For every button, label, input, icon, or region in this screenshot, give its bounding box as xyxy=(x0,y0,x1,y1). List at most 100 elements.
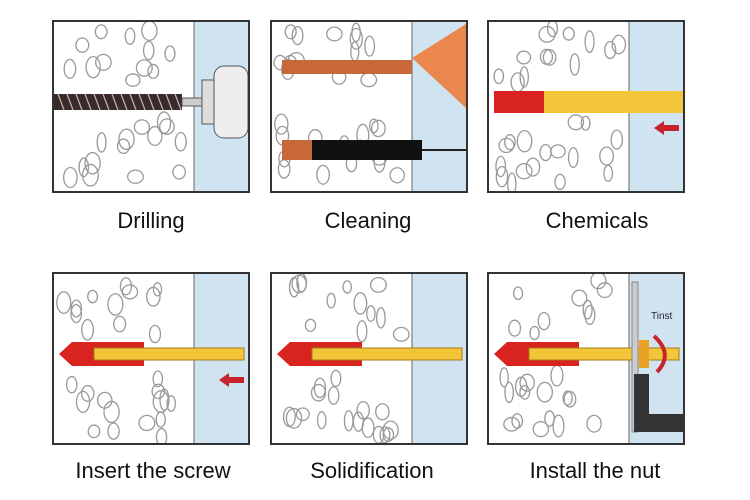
caption-drilling: Drilling xyxy=(117,208,185,233)
pebble xyxy=(116,138,131,155)
pebble xyxy=(288,276,300,298)
chemical-nozzle xyxy=(544,91,683,113)
pebble xyxy=(75,390,91,414)
drill-flute xyxy=(66,93,74,111)
pebble xyxy=(103,400,120,424)
pebble xyxy=(147,125,163,147)
drill-flute xyxy=(120,93,128,111)
pebble xyxy=(304,318,317,333)
pebble xyxy=(495,155,507,178)
brush xyxy=(312,140,422,160)
pebble xyxy=(78,157,90,178)
pebble xyxy=(537,311,551,331)
pebble xyxy=(599,146,615,166)
pebble xyxy=(326,26,343,42)
pebble xyxy=(610,129,624,150)
panel-chemicals xyxy=(487,20,685,193)
pebble xyxy=(366,305,376,322)
drill-flute xyxy=(156,93,164,111)
pebble xyxy=(498,137,515,154)
drill-flute xyxy=(75,93,83,111)
pebble xyxy=(80,384,95,402)
pebble xyxy=(152,370,164,388)
torque-label: Tinst xyxy=(651,311,673,322)
pebble xyxy=(368,118,379,134)
pebble xyxy=(582,299,593,320)
pebble xyxy=(515,163,533,180)
pebble xyxy=(85,55,101,79)
pebble xyxy=(107,293,124,316)
drill-flute xyxy=(174,93,182,111)
pebble xyxy=(604,40,617,60)
pebble xyxy=(152,282,163,297)
pebble xyxy=(586,414,602,433)
drill-body xyxy=(213,65,248,139)
brush-tip xyxy=(282,140,312,160)
pebble xyxy=(512,286,524,301)
pebble xyxy=(567,114,585,131)
pebble xyxy=(499,367,509,388)
pebble xyxy=(327,386,340,405)
pebble xyxy=(552,414,565,438)
pebble xyxy=(159,118,175,136)
pebble xyxy=(316,411,327,430)
pebble xyxy=(364,35,376,57)
pebble xyxy=(539,48,554,65)
pebble xyxy=(342,280,353,294)
pebble xyxy=(326,292,336,309)
caption-install-nut: Install the nut xyxy=(529,458,661,483)
threaded-rod xyxy=(311,347,463,361)
pebble xyxy=(63,166,78,189)
pebble xyxy=(121,284,139,300)
pebble xyxy=(284,24,297,40)
pebble xyxy=(274,113,289,135)
caption-solidification: Solidification xyxy=(310,458,434,483)
pebble xyxy=(70,299,83,318)
pebble xyxy=(356,320,368,343)
pebble xyxy=(291,25,304,46)
pebble xyxy=(84,151,101,175)
pebble xyxy=(546,22,559,38)
pebble xyxy=(584,304,596,326)
illustration xyxy=(273,22,466,191)
pebble xyxy=(113,315,127,333)
pebble xyxy=(313,377,327,399)
pebble xyxy=(532,421,550,438)
pebble xyxy=(562,26,575,41)
pebble xyxy=(156,111,172,135)
chemical-fill xyxy=(494,91,544,113)
pebble xyxy=(94,24,108,40)
pebble xyxy=(370,119,386,138)
pebble xyxy=(519,384,531,400)
caption-chemicals: Chemicals xyxy=(545,208,649,233)
panel-solidification xyxy=(270,272,468,445)
drill-flute xyxy=(147,93,155,111)
pebble xyxy=(172,164,187,180)
wrench xyxy=(634,374,683,432)
illustration xyxy=(54,22,248,191)
pebble xyxy=(118,128,135,151)
pebble xyxy=(529,325,540,341)
pebble xyxy=(611,34,627,55)
pebble xyxy=(571,289,588,307)
pebble xyxy=(603,164,614,182)
caption-cleaning: Cleaning xyxy=(324,208,412,233)
pebble xyxy=(155,411,166,428)
pebble xyxy=(87,289,99,304)
drill-collar xyxy=(201,79,215,125)
drill-flute xyxy=(129,93,137,111)
caption-insert-screw: Insert the screw xyxy=(75,458,231,483)
pebble xyxy=(510,72,525,93)
pebble xyxy=(351,22,361,43)
pebble xyxy=(141,22,158,41)
pebble xyxy=(504,381,515,404)
pebble xyxy=(392,326,410,342)
torque-arrow xyxy=(652,334,667,374)
pebble xyxy=(152,390,170,413)
pebble xyxy=(536,381,553,403)
pebble xyxy=(507,172,517,191)
pebble xyxy=(277,159,291,179)
pebble xyxy=(508,319,522,337)
pebble xyxy=(124,27,136,45)
panel-insert-screw xyxy=(52,272,250,445)
